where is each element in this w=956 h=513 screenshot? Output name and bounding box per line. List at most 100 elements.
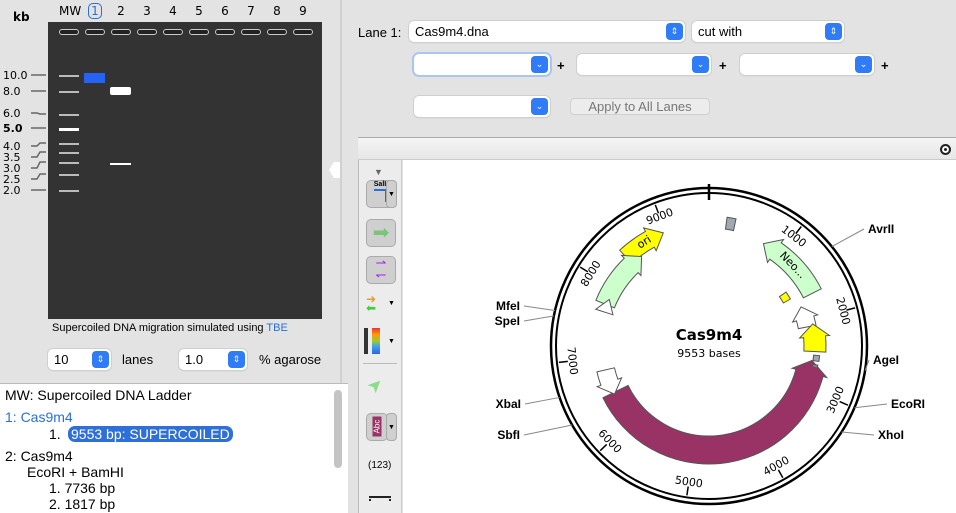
- enzyme-site-AgeI[interactable]: AgeI: [873, 353, 899, 367]
- lanes-count-select[interactable]: 10⇕: [48, 349, 111, 370]
- plasmid-size: 9553 bases: [677, 347, 741, 360]
- options-icon[interactable]: [940, 144, 951, 155]
- lane-header-2[interactable]: 2: [117, 4, 125, 18]
- enzyme-site-SpeI[interactable]: SpeI: [495, 314, 520, 328]
- marker-label: 8.0: [3, 85, 21, 98]
- orf-icon[interactable]: ➜⬅: [366, 292, 377, 315]
- lane-header-9[interactable]: 9: [299, 4, 307, 18]
- gel-well: [189, 29, 209, 35]
- ladder-band: [59, 91, 79, 93]
- gel-well: [215, 29, 235, 35]
- lane2-band[interactable]: 2. 1817 bp: [49, 496, 116, 512]
- tick-mark: [795, 226, 802, 235]
- lane-header-8[interactable]: 8: [273, 4, 281, 18]
- lane1-entry[interactable]: 1: Cas9m4: [5, 409, 73, 425]
- cas9-feature[interactable]: [602, 359, 829, 465]
- tick-label: 3000: [824, 384, 847, 415]
- enzyme-site-AvrII[interactable]: AvrII: [868, 222, 894, 236]
- collapse-triangle-icon[interactable]: ▼: [374, 167, 383, 177]
- lane-header-7[interactable]: 7: [247, 4, 255, 18]
- lane-header-1[interactable]: 1: [88, 3, 102, 19]
- dropdown-arrow[interactable]: ▼: [388, 338, 395, 345]
- tick-mark: [839, 400, 849, 406]
- plus-sign: +: [719, 58, 727, 73]
- enzyme-select-4[interactable]: ⌄: [414, 96, 550, 117]
- dropdown-arrow[interactable]: ▼: [386, 413, 397, 441]
- lane-header-6[interactable]: 6: [221, 4, 229, 18]
- tick-label: 2000: [833, 296, 853, 326]
- tick-mark: [558, 360, 568, 364]
- lane-header-5[interactable]: 5: [195, 4, 203, 18]
- gel-well: [267, 29, 287, 35]
- enzyme-site-MfeI[interactable]: MfeI: [496, 299, 520, 313]
- marker-label: 2.0: [3, 184, 21, 197]
- enzyme-leader: [841, 431, 875, 436]
- gel-well: [85, 29, 105, 35]
- mode-select[interactable]: cut with⇕: [692, 21, 844, 42]
- lane-header-MW[interactable]: MW: [59, 4, 82, 18]
- marker-label: 3.0: [3, 162, 21, 175]
- mw-entry[interactable]: MW: Supercoiled DNA Ladder: [5, 387, 192, 403]
- map-toolbar: [358, 160, 402, 513]
- primer-tool[interactable]: ⇀↽: [366, 256, 396, 284]
- enzyme-select-2[interactable]: ⌄: [577, 54, 711, 75]
- dropdown-arrow[interactable]: ▼: [386, 180, 397, 208]
- gel-caption: Supercoiled DNA migration simulated usin…: [52, 322, 288, 334]
- splitter-handle[interactable]: [329, 162, 341, 178]
- ladder-band: [59, 162, 79, 164]
- ladder-band: [59, 152, 79, 154]
- yellow-feature[interactable]: [798, 323, 831, 353]
- enzyme-site-XhoI[interactable]: XhoI: [878, 428, 904, 442]
- cut-site-icon: [373, 189, 387, 202]
- pink-mark[interactable]: [811, 363, 819, 369]
- enzyme-site-SbfI[interactable]: SbfI: [497, 428, 520, 442]
- stepper-icon: ⇕: [228, 351, 245, 368]
- enzyme-leader: [523, 424, 573, 436]
- buffer-link[interactable]: TBE: [266, 322, 288, 334]
- lane-header-4[interactable]: 4: [169, 4, 177, 18]
- neo-feature[interactable]: [762, 238, 822, 299]
- kb-label: kb: [13, 10, 30, 24]
- lane1-band-selected[interactable]: 9553 bp: SUPERCOILED: [68, 426, 233, 442]
- marker-label: 3.5: [3, 151, 21, 164]
- marker-label: 4.0: [3, 140, 21, 153]
- promoter-feature[interactable]: [595, 254, 643, 309]
- misc-feature[interactable]: [595, 367, 623, 395]
- agarose-select[interactable]: 1.0⇕: [179, 349, 247, 370]
- ladder-band: [59, 143, 79, 145]
- enzyme-select-1[interactable]: ⌄: [414, 54, 550, 75]
- enzyme-select-3[interactable]: ⌄: [740, 54, 874, 75]
- file-select[interactable]: Cas9m4.dna⇕: [409, 21, 685, 42]
- enzyme-site-EcoRI[interactable]: EcoRI: [891, 397, 925, 411]
- misc-box[interactable]: [724, 216, 737, 232]
- dropdown-arrow[interactable]: ▼: [388, 300, 395, 307]
- ruler-colors-icon[interactable]: [368, 328, 380, 354]
- numbers-toggle[interactable]: (123): [368, 460, 392, 471]
- marker-tick: [31, 151, 46, 158]
- toolbar-divider: [363, 363, 397, 364]
- enzyme-site-XbaI[interactable]: XbaI: [496, 397, 521, 411]
- yellow-box[interactable]: [778, 291, 792, 304]
- tick-mark: [599, 443, 608, 452]
- marker-tick: [31, 161, 46, 169]
- list-scrollbar[interactable]: [334, 390, 342, 468]
- stepper-icon: ⇕: [92, 351, 109, 368]
- lane-header-3[interactable]: 3: [143, 4, 151, 18]
- apply-all-button[interactable]: Apply to All Lanes: [570, 98, 710, 115]
- lane-list[interactable]: MW: Supercoiled DNA Ladder 1: Cas9m4 1. …: [0, 383, 348, 513]
- misc-box[interactable]: [812, 354, 821, 363]
- chevron-down-icon: ⌄: [692, 56, 709, 73]
- small-feature[interactable]: [594, 298, 614, 316]
- ladder-band: [59, 128, 79, 131]
- vertical-splitter[interactable]: [340, 0, 342, 383]
- lane2-entry[interactable]: 2: Cas9m4: [5, 448, 73, 464]
- lane2-band[interactable]: 1. 7736 bp: [49, 480, 116, 496]
- linear-view-icon[interactable]: [369, 496, 391, 499]
- lane1-band-selected: [84, 73, 105, 83]
- lane1-band-index: 1.: [49, 426, 61, 442]
- white-feature[interactable]: [791, 306, 820, 330]
- gel-image[interactable]: [48, 22, 322, 319]
- feature-tool[interactable]: ➡: [366, 219, 396, 247]
- ladder-band: [59, 190, 79, 192]
